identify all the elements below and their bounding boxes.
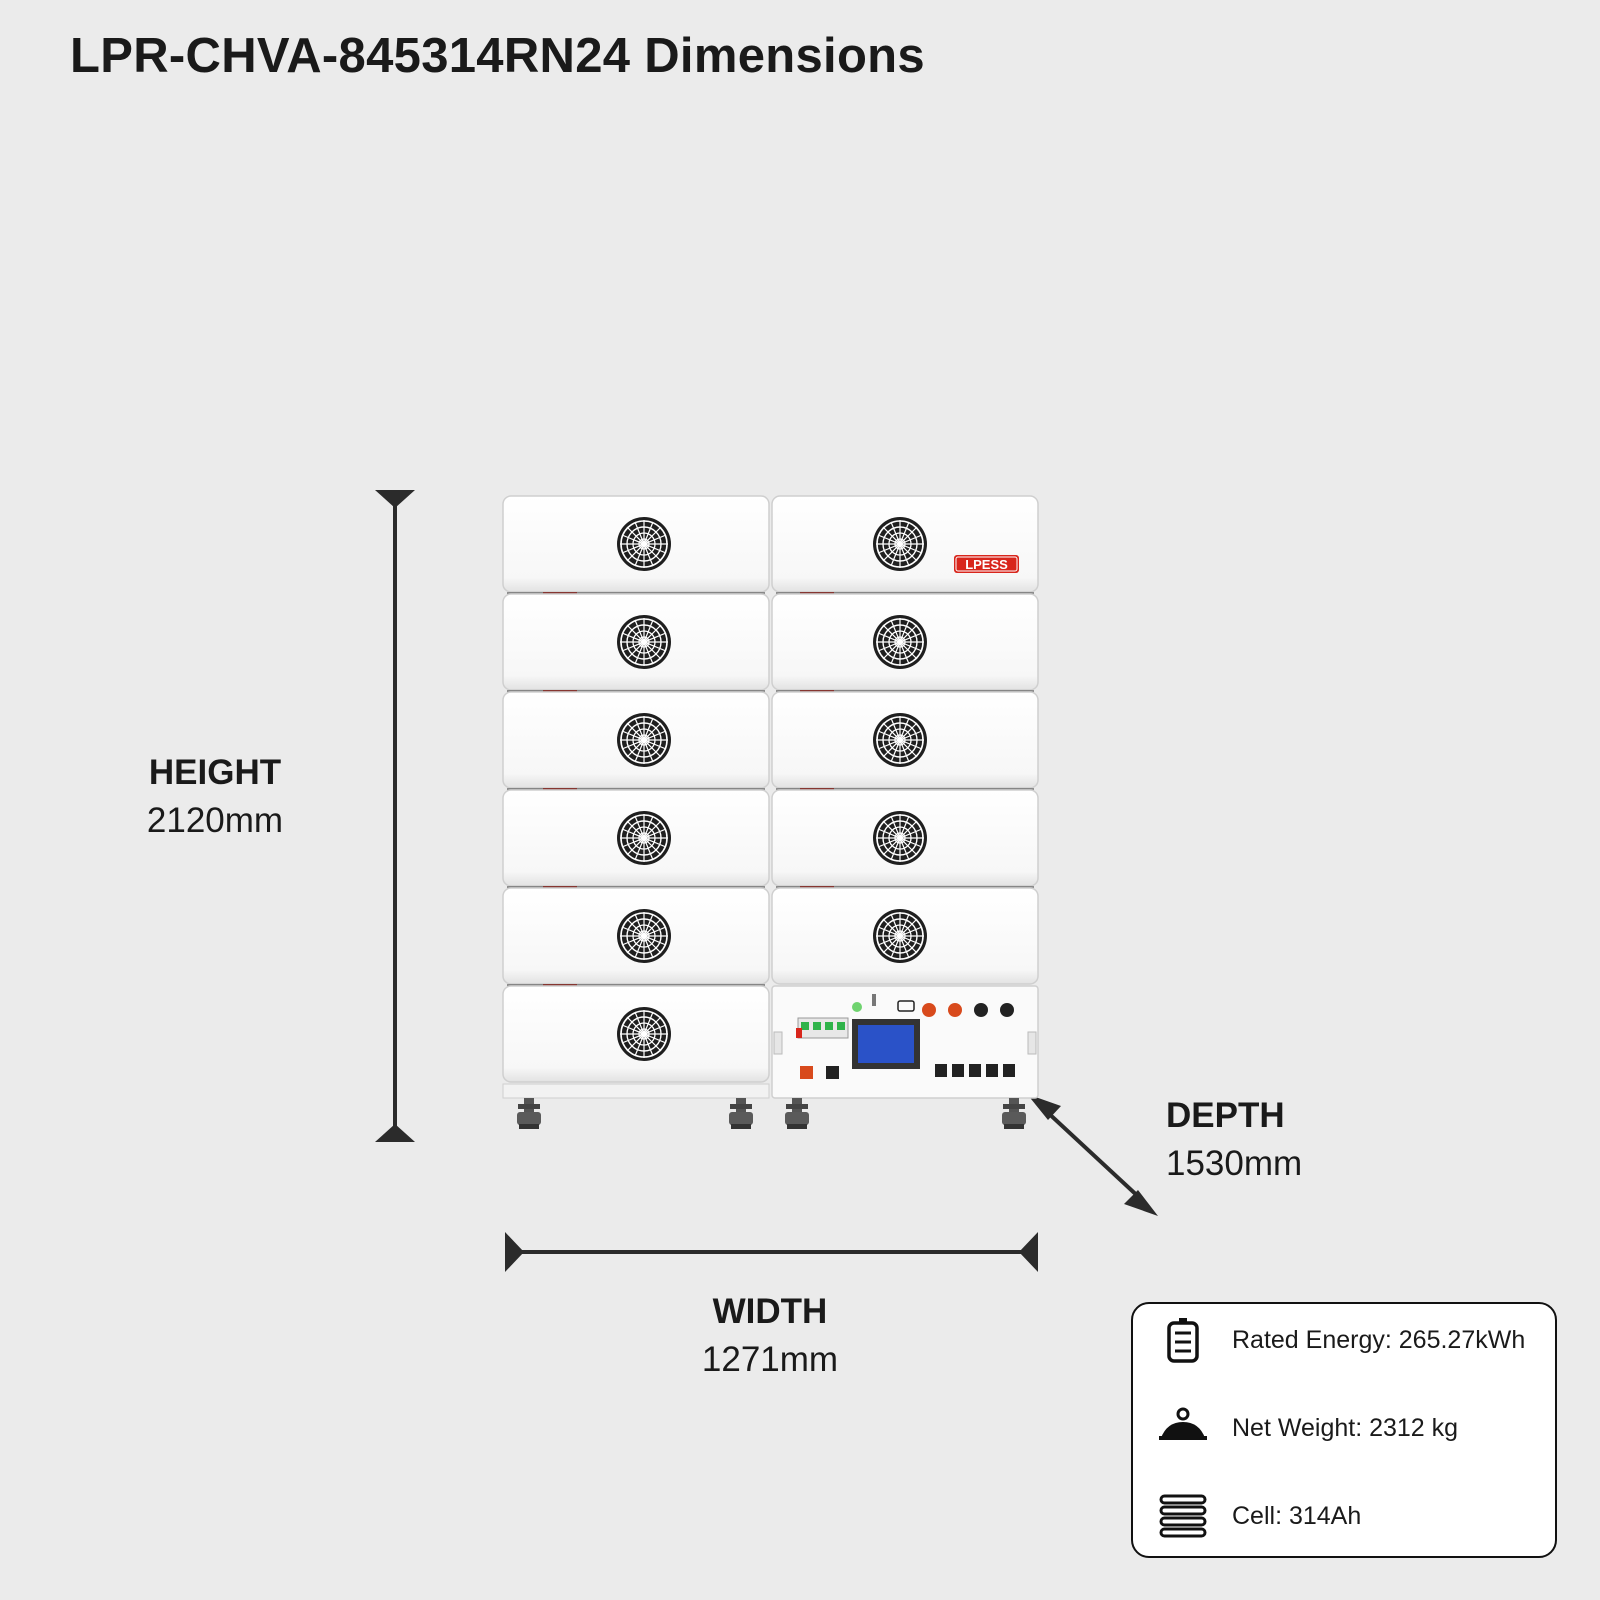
battery-module <box>502 691 770 792</box>
battery-module <box>771 593 1039 694</box>
svg-text:LPESS: LPESS <box>965 557 1008 572</box>
spec-cell: Cell: 314Ah <box>1232 1502 1362 1530</box>
battery-module <box>502 495 770 596</box>
height-label-value: 2120mm <box>146 801 284 840</box>
brand-logo: LPESS <box>954 555 1019 573</box>
cell-stack-icon <box>1157 1492 1209 1540</box>
control-module <box>771 985 1039 1099</box>
weight-icon <box>1157 1404 1209 1452</box>
page-title: LPR-CHVA-845314RN24 Dimensions <box>70 29 925 83</box>
spec-row-cell: Cell: 314Ah <box>1133 1488 1555 1544</box>
battery-module <box>502 887 770 988</box>
width-label-name: WIDTH <box>712 1292 828 1331</box>
width-label-value: 1271mm <box>701 1340 839 1379</box>
height-label: HEIGHT 2120mm <box>140 751 290 847</box>
width-dimension-line <box>505 1232 1038 1272</box>
battery-module: LPESS <box>771 495 1039 596</box>
battery-icon <box>1157 1316 1209 1364</box>
height-label-name: HEIGHT <box>148 753 282 792</box>
spec-row-rated-energy: Rated Energy: 265.27kWh <box>1133 1312 1555 1368</box>
battery-module <box>771 691 1039 792</box>
height-dimension-line <box>375 490 415 1142</box>
spec-card: Rated Energy: 265.27kWh Net Weight: 2312… <box>1131 1302 1557 1558</box>
battery-stack: LPESS <box>502 495 1039 1129</box>
battery-module <box>771 887 1039 985</box>
width-label: WIDTH 1271mm <box>690 1290 850 1386</box>
spec-net-weight: Net Weight: 2312 kg <box>1232 1414 1459 1442</box>
battery-module <box>502 789 770 890</box>
battery-module <box>771 789 1039 890</box>
spec-row-net-weight: Net Weight: 2312 kg <box>1133 1400 1555 1456</box>
depth-label: DEPTH 1530mm <box>1166 1094 1302 1190</box>
depth-label-value: 1530mm <box>1166 1144 1303 1183</box>
depth-dimension-line <box>1027 1094 1158 1216</box>
spec-rated-energy: Rated Energy: 265.27kWh <box>1232 1326 1526 1354</box>
depth-label-name: DEPTH <box>1166 1096 1285 1135</box>
battery-module <box>502 985 770 1083</box>
battery-module <box>502 593 770 694</box>
